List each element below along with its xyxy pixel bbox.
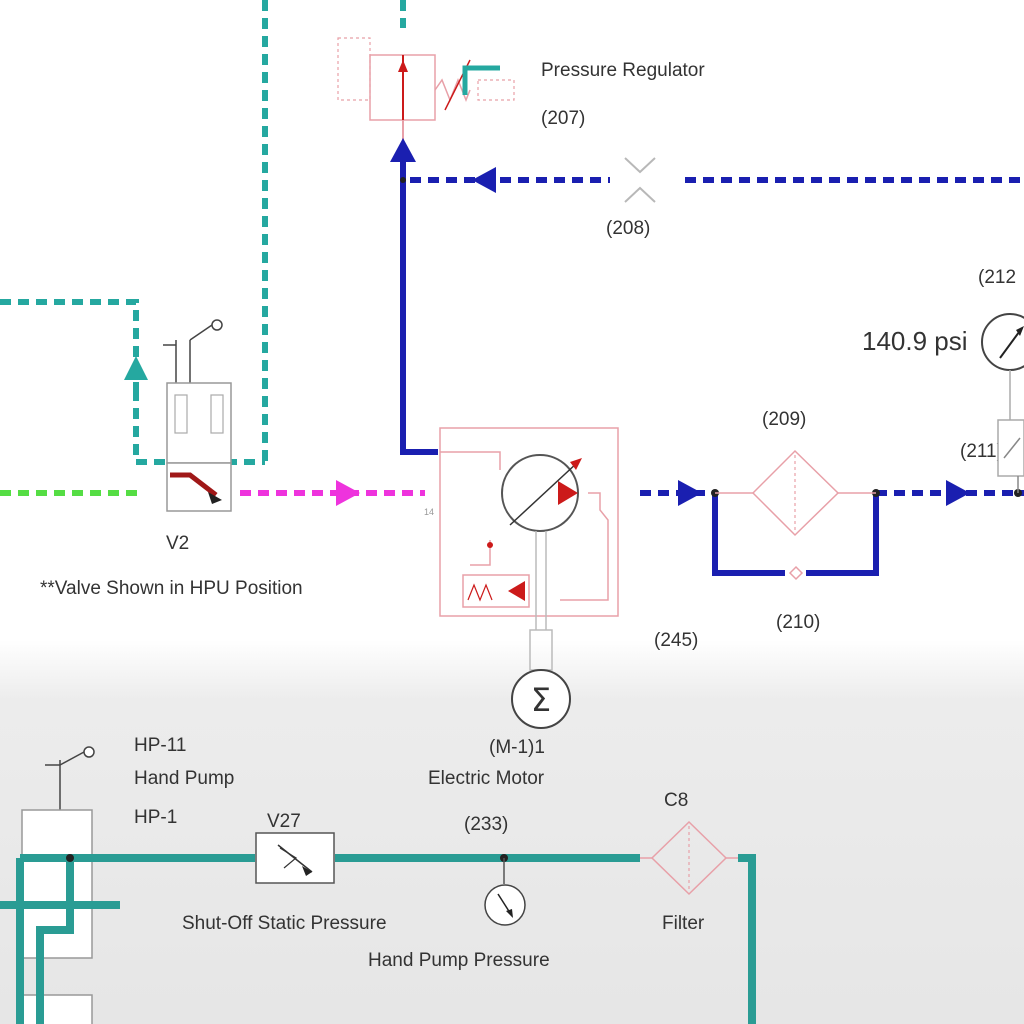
gauge-233-icon xyxy=(484,858,526,926)
shutoff-valve-v27-icon xyxy=(255,832,335,884)
suction-flow-arrow xyxy=(336,480,360,506)
hand-pump-line-e xyxy=(738,854,756,1024)
hand-pump-line-group xyxy=(0,854,756,1024)
pump-unit-245: 14 xyxy=(424,427,619,630)
hp1-label: HP-1 xyxy=(134,807,177,828)
check-valve-210-icon xyxy=(788,565,804,581)
hand-pump-junction-dot xyxy=(66,854,74,862)
filter-209-label: (209) xyxy=(762,409,806,430)
component-211-symbol xyxy=(997,419,1024,493)
pressure-arrow-out-a xyxy=(678,480,702,506)
valve-position-note: **Valve Shown in HPU Position xyxy=(40,578,303,599)
hand-pump-label: Hand Pump xyxy=(134,768,234,789)
pressure-line-bypass xyxy=(712,493,785,576)
svg-text:14: 14 xyxy=(424,507,434,517)
hand-pump-symbol xyxy=(21,746,95,1024)
hand-pump-pressure-label: Hand Pump Pressure xyxy=(368,950,550,971)
gauge-reading: 140.9 psi xyxy=(862,326,968,356)
shutoff-label: Shut-Off Static Pressure xyxy=(182,913,387,934)
check-valve-210-label: (210) xyxy=(776,612,820,633)
pressure-arrow-out-b xyxy=(946,480,970,506)
motor-name-label: Electric Motor xyxy=(428,768,545,789)
return-flow-arrow xyxy=(124,356,148,380)
hand-pump-line-b xyxy=(36,858,74,1024)
electric-motor-icon xyxy=(511,629,571,729)
component-211-label: (211) xyxy=(960,441,1003,462)
pressure-regulator-symbol xyxy=(337,37,515,121)
orifice-208-symbol xyxy=(624,157,656,203)
pressure-arrow-up xyxy=(390,138,416,162)
motor-id-label: (M-1)1 xyxy=(489,737,545,758)
filter-c8-label: Filter xyxy=(662,913,705,934)
motor-sigma-symbol: Σ xyxy=(531,681,551,719)
filter-c8-icon xyxy=(640,820,738,896)
pressure-arrow-return xyxy=(472,167,496,193)
gauge-212-icon xyxy=(981,313,1024,420)
pump-unit-id-label: (245) xyxy=(654,630,698,651)
valve-v2-symbol xyxy=(163,319,232,512)
hp11-label: HP-11 xyxy=(134,735,186,756)
gauge-233-label: (233) xyxy=(464,814,508,835)
orifice-id-label: (208) xyxy=(606,218,650,239)
filter-c8-id-label: C8 xyxy=(664,790,688,811)
v27-label: V27 xyxy=(267,811,301,832)
pressure-line-bypass-right xyxy=(806,493,879,576)
regulator-id-label: (207) xyxy=(541,108,585,129)
valve-v2-label: V2 xyxy=(166,533,189,554)
gauge-212-id-label: (212 xyxy=(978,267,1016,288)
junction-dot-d xyxy=(400,177,406,183)
pressure-regulator-label: Pressure Regulator xyxy=(541,60,705,81)
pressure-line-solid-up xyxy=(400,160,438,455)
pump-outlet-arrow xyxy=(558,481,578,505)
filter-209-icon xyxy=(715,449,876,537)
return-line-upper-loop xyxy=(0,299,139,390)
